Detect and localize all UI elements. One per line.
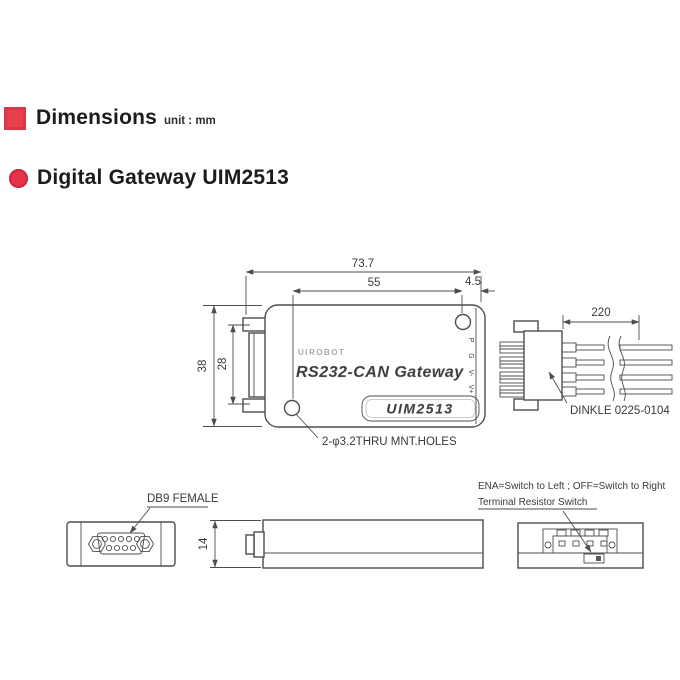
- db9-bottom-tab: [242, 398, 268, 413]
- wire-break-line: [607, 335, 615, 402]
- svg-text:220: 220: [591, 307, 610, 319]
- svg-text:ENA=Switch to Left ; OFF=Switc: ENA=Switch to Left ; OFF=Switch to Right: [478, 481, 666, 492]
- db9-pin-holes: [101, 535, 141, 552]
- svg-text:P: P: [467, 338, 474, 343]
- front-view: DB9 FEMALE: [66, 493, 219, 567]
- red-circle-bullet-icon: [9, 168, 28, 188]
- svg-text:DB9 FEMALE: DB9 FEMALE: [147, 493, 219, 505]
- side-view: 14: [198, 519, 484, 569]
- plug-housing: [523, 330, 563, 401]
- dim-side-height: 14: [198, 520, 261, 568]
- svg-text:DINKLE 0225-0104: DINKLE 0225-0104: [570, 405, 670, 417]
- crimp-terminals: [499, 341, 525, 398]
- mount-hole-bottom-left: [283, 399, 301, 417]
- wire-break-line: [618, 335, 626, 402]
- svg-text:V+: V+: [467, 385, 474, 394]
- svg-text:4.5: 4.5: [465, 276, 481, 288]
- side-body: [262, 519, 484, 569]
- gateway-top-view: UIROBOT RS232-CAN Gateway UIM2513 P G V-…: [197, 258, 495, 448]
- dim-hole-to-edge: 4.5: [449, 276, 495, 294]
- gateway-body: [264, 304, 486, 428]
- svg-text:55: 55: [368, 277, 381, 289]
- dim-overall-height: 38: [197, 305, 262, 427]
- wires: [561, 335, 673, 402]
- pin-labels: P G V- V+: [467, 338, 474, 394]
- terminal-resistor-switch: [583, 553, 605, 564]
- db9-top-tab: [242, 317, 268, 332]
- svg-text:28: 28: [217, 358, 229, 371]
- rear-body: [517, 522, 644, 569]
- red-square-bullet-icon: [4, 106, 26, 130]
- unit-label: unit : mm: [164, 115, 216, 127]
- jack-screws: [87, 536, 155, 552]
- front-body: [66, 521, 176, 567]
- rear-view: ENA=Switch to Left ; OFF=Switch to Right…: [478, 481, 666, 569]
- svg-text:G: G: [467, 353, 474, 358]
- section-title: Dimensions: [36, 106, 158, 129]
- switch-callout: ENA=Switch to Left ; OFF=Switch to Right…: [478, 481, 666, 553]
- dimensions-header: Dimensions unit : mm: [4, 106, 216, 130]
- connector-part-callout: DINKLE 0225-0104: [548, 371, 670, 417]
- side-db9-tip: [245, 534, 255, 555]
- mount-holes-callout: 2-φ3.2THRU MNT.HOLES: [295, 413, 457, 448]
- dim-hole-span: 55: [292, 277, 463, 399]
- dim-wire-length: 220: [562, 307, 640, 340]
- svg-text:V-: V-: [467, 370, 474, 377]
- product-header: Digital Gateway UIM2513: [9, 166, 289, 190]
- product-line-text: RS232-CAN Gateway: [296, 364, 464, 381]
- svg-text:2-φ3.2THRU MNT.HOLES: 2-φ3.2THRU MNT.HOLES: [322, 436, 457, 448]
- product-title: Digital Gateway UIM2513: [37, 166, 290, 189]
- dim-connector-height: 28: [217, 324, 250, 405]
- dsub-shell: [97, 532, 145, 555]
- svg-text:14: 14: [198, 537, 210, 550]
- svg-text:38: 38: [197, 360, 209, 373]
- brand-logo-text: UIROBOT: [298, 348, 345, 357]
- cable-assembly: 220 DINKLE 0225-0104: [499, 307, 673, 417]
- mount-hole-top-right: [454, 313, 472, 331]
- db9-callout: DB9 FEMALE: [129, 493, 219, 534]
- svg-text:Terminal Resistor Switch: Terminal Resistor Switch: [478, 497, 587, 508]
- side-db9-base: [253, 531, 265, 558]
- svg-text:73.7: 73.7: [352, 258, 374, 270]
- model-badge-text: UIM2513: [386, 401, 453, 417]
